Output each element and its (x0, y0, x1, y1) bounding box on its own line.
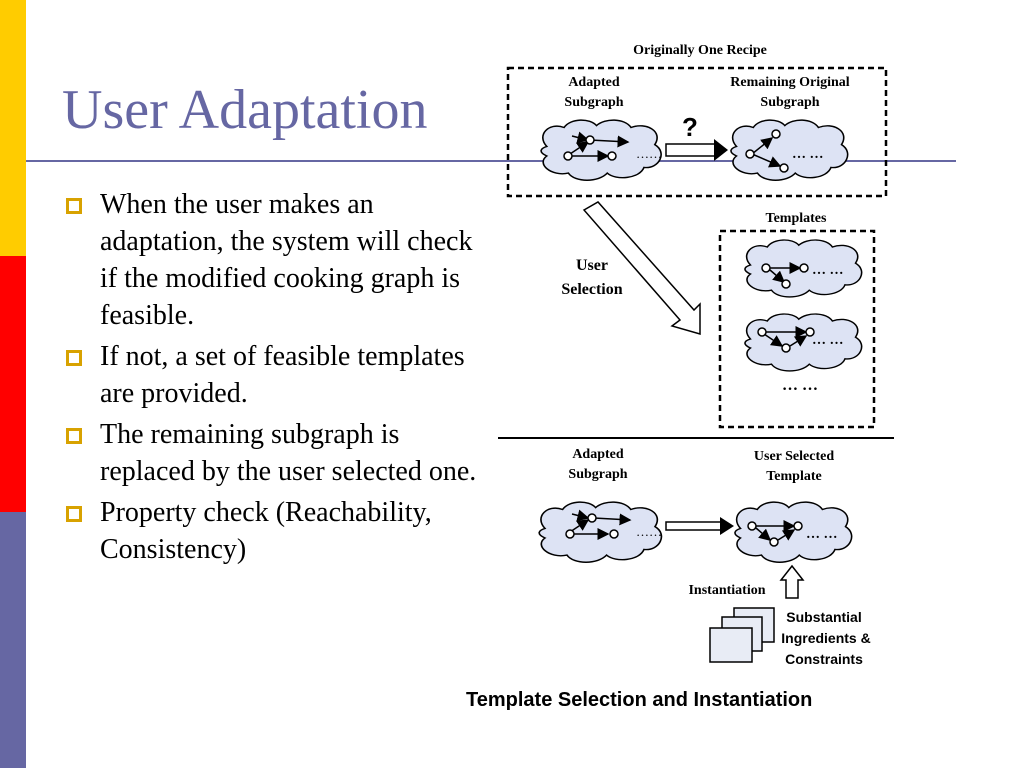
question-mark-icon: ? (682, 112, 698, 142)
instantiation-up-arrow-icon (779, 564, 805, 599)
bottom-adapted-label: Subgraph (568, 467, 627, 482)
bullet-list: When the user makes an adaptation, the s… (62, 186, 482, 572)
ellipsis: …… (636, 524, 662, 539)
ingredients-label: Ingredients & (781, 630, 870, 646)
bullet-item: When the user makes an adaptation, the s… (62, 186, 482, 334)
arrow-right-icon (665, 517, 734, 535)
original-recipe-box (506, 66, 888, 198)
templates-box (718, 229, 876, 429)
adapted-subgraph-label: Subgraph (564, 95, 623, 110)
ellipsis: …… (636, 146, 662, 161)
user-selection-arrow-icon (582, 201, 701, 335)
graph-nodes-icon (747, 520, 803, 547)
bullet-item: Property check (Reachability, Consistenc… (62, 494, 482, 568)
remaining-subgraph-label: Subgraph (760, 95, 819, 110)
diagram-caption: Template Selection and Instantiation (466, 689, 813, 711)
user-selected-template-label: Template (766, 469, 821, 484)
accent-bar-blue (0, 512, 26, 768)
square-bullet-icon (66, 350, 82, 366)
templates-label: Templates (766, 211, 827, 226)
bullet-text: When the user makes an adaptation, the s… (100, 189, 473, 331)
bullet-text: Property check (Reachability, Consistenc… (100, 497, 432, 565)
user-selection-label: Selection (561, 281, 622, 298)
square-bullet-icon (66, 198, 82, 214)
remaining-subgraph-label: Remaining Original (730, 75, 850, 90)
bullet-item: The remaining subgraph is replaced by th… (62, 416, 482, 490)
slide-title: User Adaptation (62, 79, 428, 141)
graph-nodes-icon (745, 129, 789, 173)
ellipsis: … … (812, 263, 844, 278)
ellipsis: … … (806, 527, 838, 542)
bullet-item: If not, a set of feasible templates are … (62, 338, 482, 412)
graph-nodes-icon (565, 509, 632, 540)
accent-bar-red (0, 256, 26, 512)
square-bullet-icon (66, 428, 82, 444)
bottom-adapted-label: Adapted (572, 447, 624, 462)
title-underline (26, 160, 956, 162)
ellipsis: … … (792, 147, 824, 162)
square-bullet-icon (66, 506, 82, 522)
adapted-subgraph-label: Adapted (568, 75, 620, 90)
graph-nodes-icon (761, 262, 809, 289)
ellipsis: … … (782, 377, 818, 394)
replace-arrow-icon (665, 139, 728, 161)
user-selected-template-label: User Selected (754, 449, 834, 464)
graph-nodes-icon (563, 131, 630, 162)
bullet-text: If not, a set of feasible templates are … (100, 341, 465, 409)
ingredients-label: Constraints (785, 651, 863, 667)
documents-stack-icon (709, 607, 775, 663)
accent-bar-yellow (0, 0, 26, 256)
ellipsis: … … (812, 333, 844, 348)
top-box-label: Originally One Recipe (633, 43, 767, 58)
graph-nodes-icon (757, 326, 815, 353)
instantiation-label: Instantiation (688, 583, 765, 598)
bullet-text: The remaining subgraph is replaced by th… (100, 419, 477, 487)
ingredients-label: Substantial (786, 609, 861, 625)
user-selection-label: User (576, 257, 608, 274)
template-cloud (744, 313, 863, 372)
